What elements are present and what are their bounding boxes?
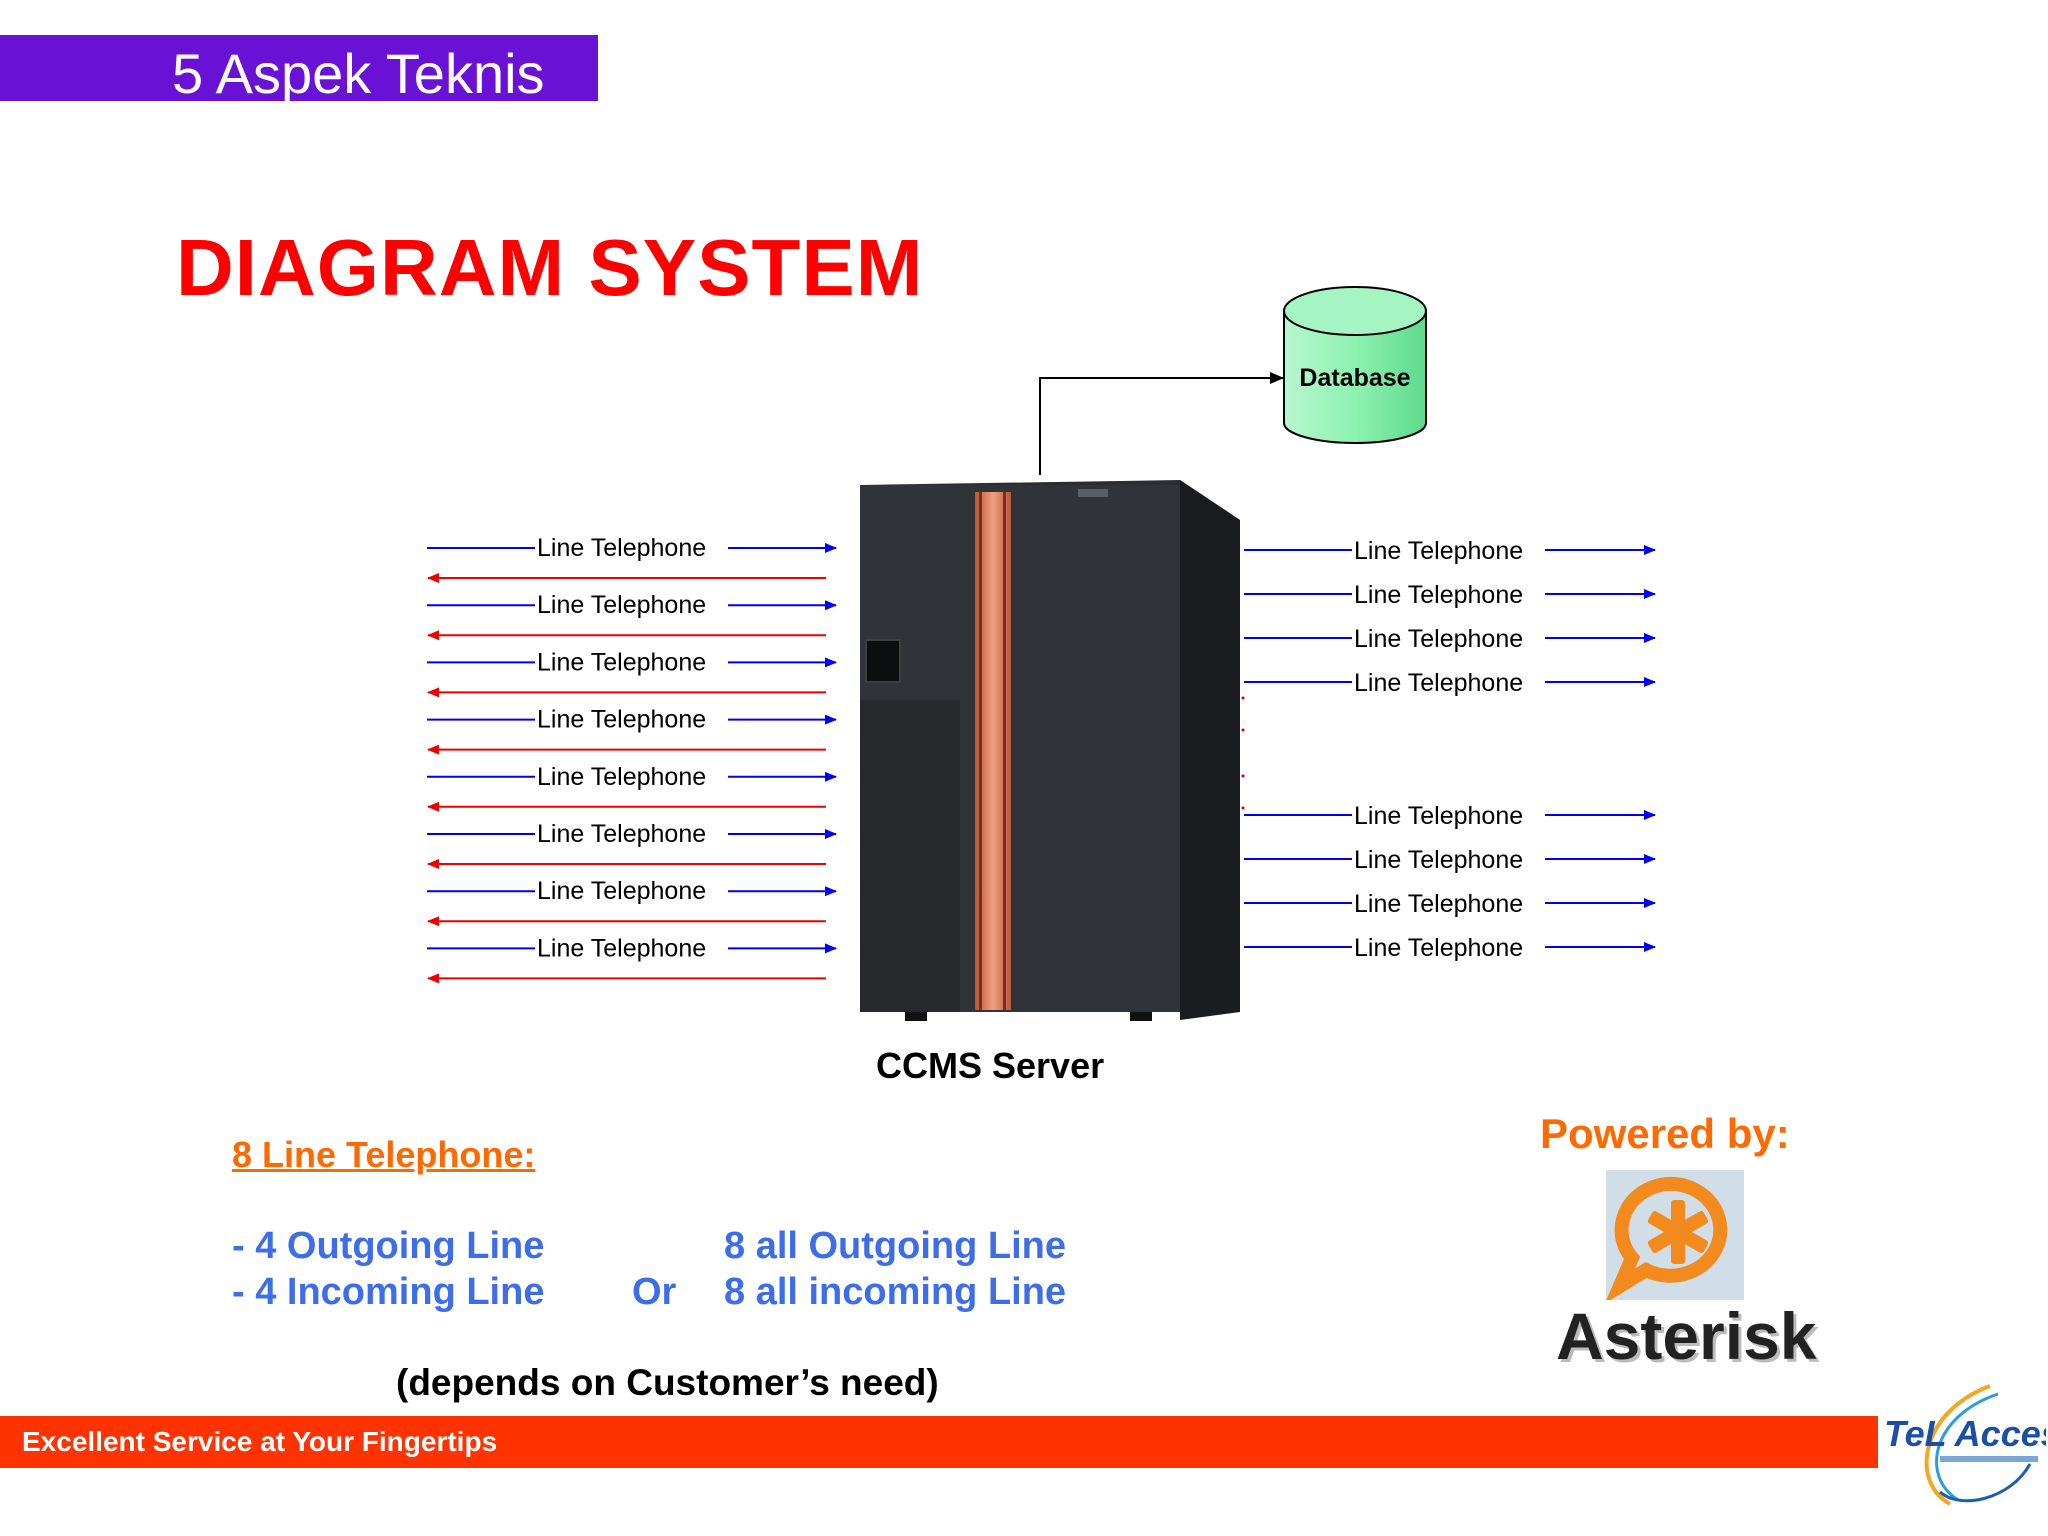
line-telephone-label: Line Telephone [1354,581,1523,609]
company-wordmark: TeL Access [1884,1413,2046,1454]
option-a-outgoing: - 4 Outgoing Line [232,1225,545,1267]
right-line-4: Line Telephone [1244,669,1656,697]
right-line-8: Line Telephone [1244,934,1656,962]
line-telephone-label: Line Telephone [1354,625,1523,653]
server-icon [860,480,1240,1021]
option-a-incoming: - 4 Incoming Line [232,1271,545,1313]
left-line-4: Line Telephone [427,706,837,755]
section-title: 5 Aspek Teknis [172,42,545,105]
right-line-6: Line Telephone [1244,846,1656,874]
left-line-1: Line Telephone [427,534,837,583]
database-label: Database [1299,364,1410,392]
option-b-outgoing: 8 all Outgoing Line [724,1225,1066,1267]
option-b-incoming: 8 all incoming Line [724,1271,1067,1313]
database-connector [1039,372,1284,475]
server-label: CCMS Server [876,1045,1105,1086]
footer-bar: Excellent Service at Your Fingertips [0,1416,1878,1468]
right-line-2: Line Telephone [1244,581,1656,609]
info-heading: 8 Line Telephone: [232,1134,536,1175]
telaccess-logo-icon: TeL Access [1884,1384,2046,1506]
line-telephone-label: Line Telephone [1354,934,1523,962]
right-line-5: Line Telephone [1244,802,1656,830]
left-line-2: Line Telephone [427,591,837,641]
line-telephone-label: Line Telephone [537,820,706,848]
asterisk-logo-icon [1606,1170,1744,1300]
database-icon: Database [1283,286,1427,444]
asterisk-wordmark: Asterisk [1556,1299,1817,1373]
line-telephone-label: Line Telephone [537,706,706,734]
section-tab: 5 Aspek Teknis [0,35,598,105]
footer-tagline: Excellent Service at Your Fingertips [22,1426,498,1457]
right-line-7: Line Telephone [1244,890,1656,918]
line-telephone-label: Line Telephone [537,934,706,962]
line-telephone-label: Line Telephone [1354,846,1523,874]
line-telephone-label: Line Telephone [1354,802,1523,830]
right-line-3: Line Telephone [1244,625,1656,653]
right-line-1: Line Telephone [1244,537,1656,565]
or-label: Or [632,1271,677,1313]
left-line-3: Line Telephone [427,648,837,698]
line-telephone-label: Line Telephone [537,648,706,676]
left-line-8: Line Telephone [427,934,837,984]
line-telephone-label: Line Telephone [537,534,706,562]
line-telephone-label: Line Telephone [1354,537,1523,565]
powered-by-label: Powered by: [1540,1110,1790,1157]
left-line-6: Line Telephone [427,820,837,869]
customer-note: (depends on Customer’s need) [396,1362,939,1403]
left-line-7: Line Telephone [427,877,837,927]
line-telephone-label: Line Telephone [537,591,706,619]
continuation-dots [1241,696,1245,810]
line-telephone-label: Line Telephone [537,877,706,905]
line-telephone-label: Line Telephone [537,763,706,791]
left-line-5: Line Telephone [427,763,837,812]
line-telephone-label: Line Telephone [1354,890,1523,918]
line-telephone-label: Line Telephone [1354,669,1523,697]
page-title: DIAGRAM SYSTEM [176,223,924,312]
